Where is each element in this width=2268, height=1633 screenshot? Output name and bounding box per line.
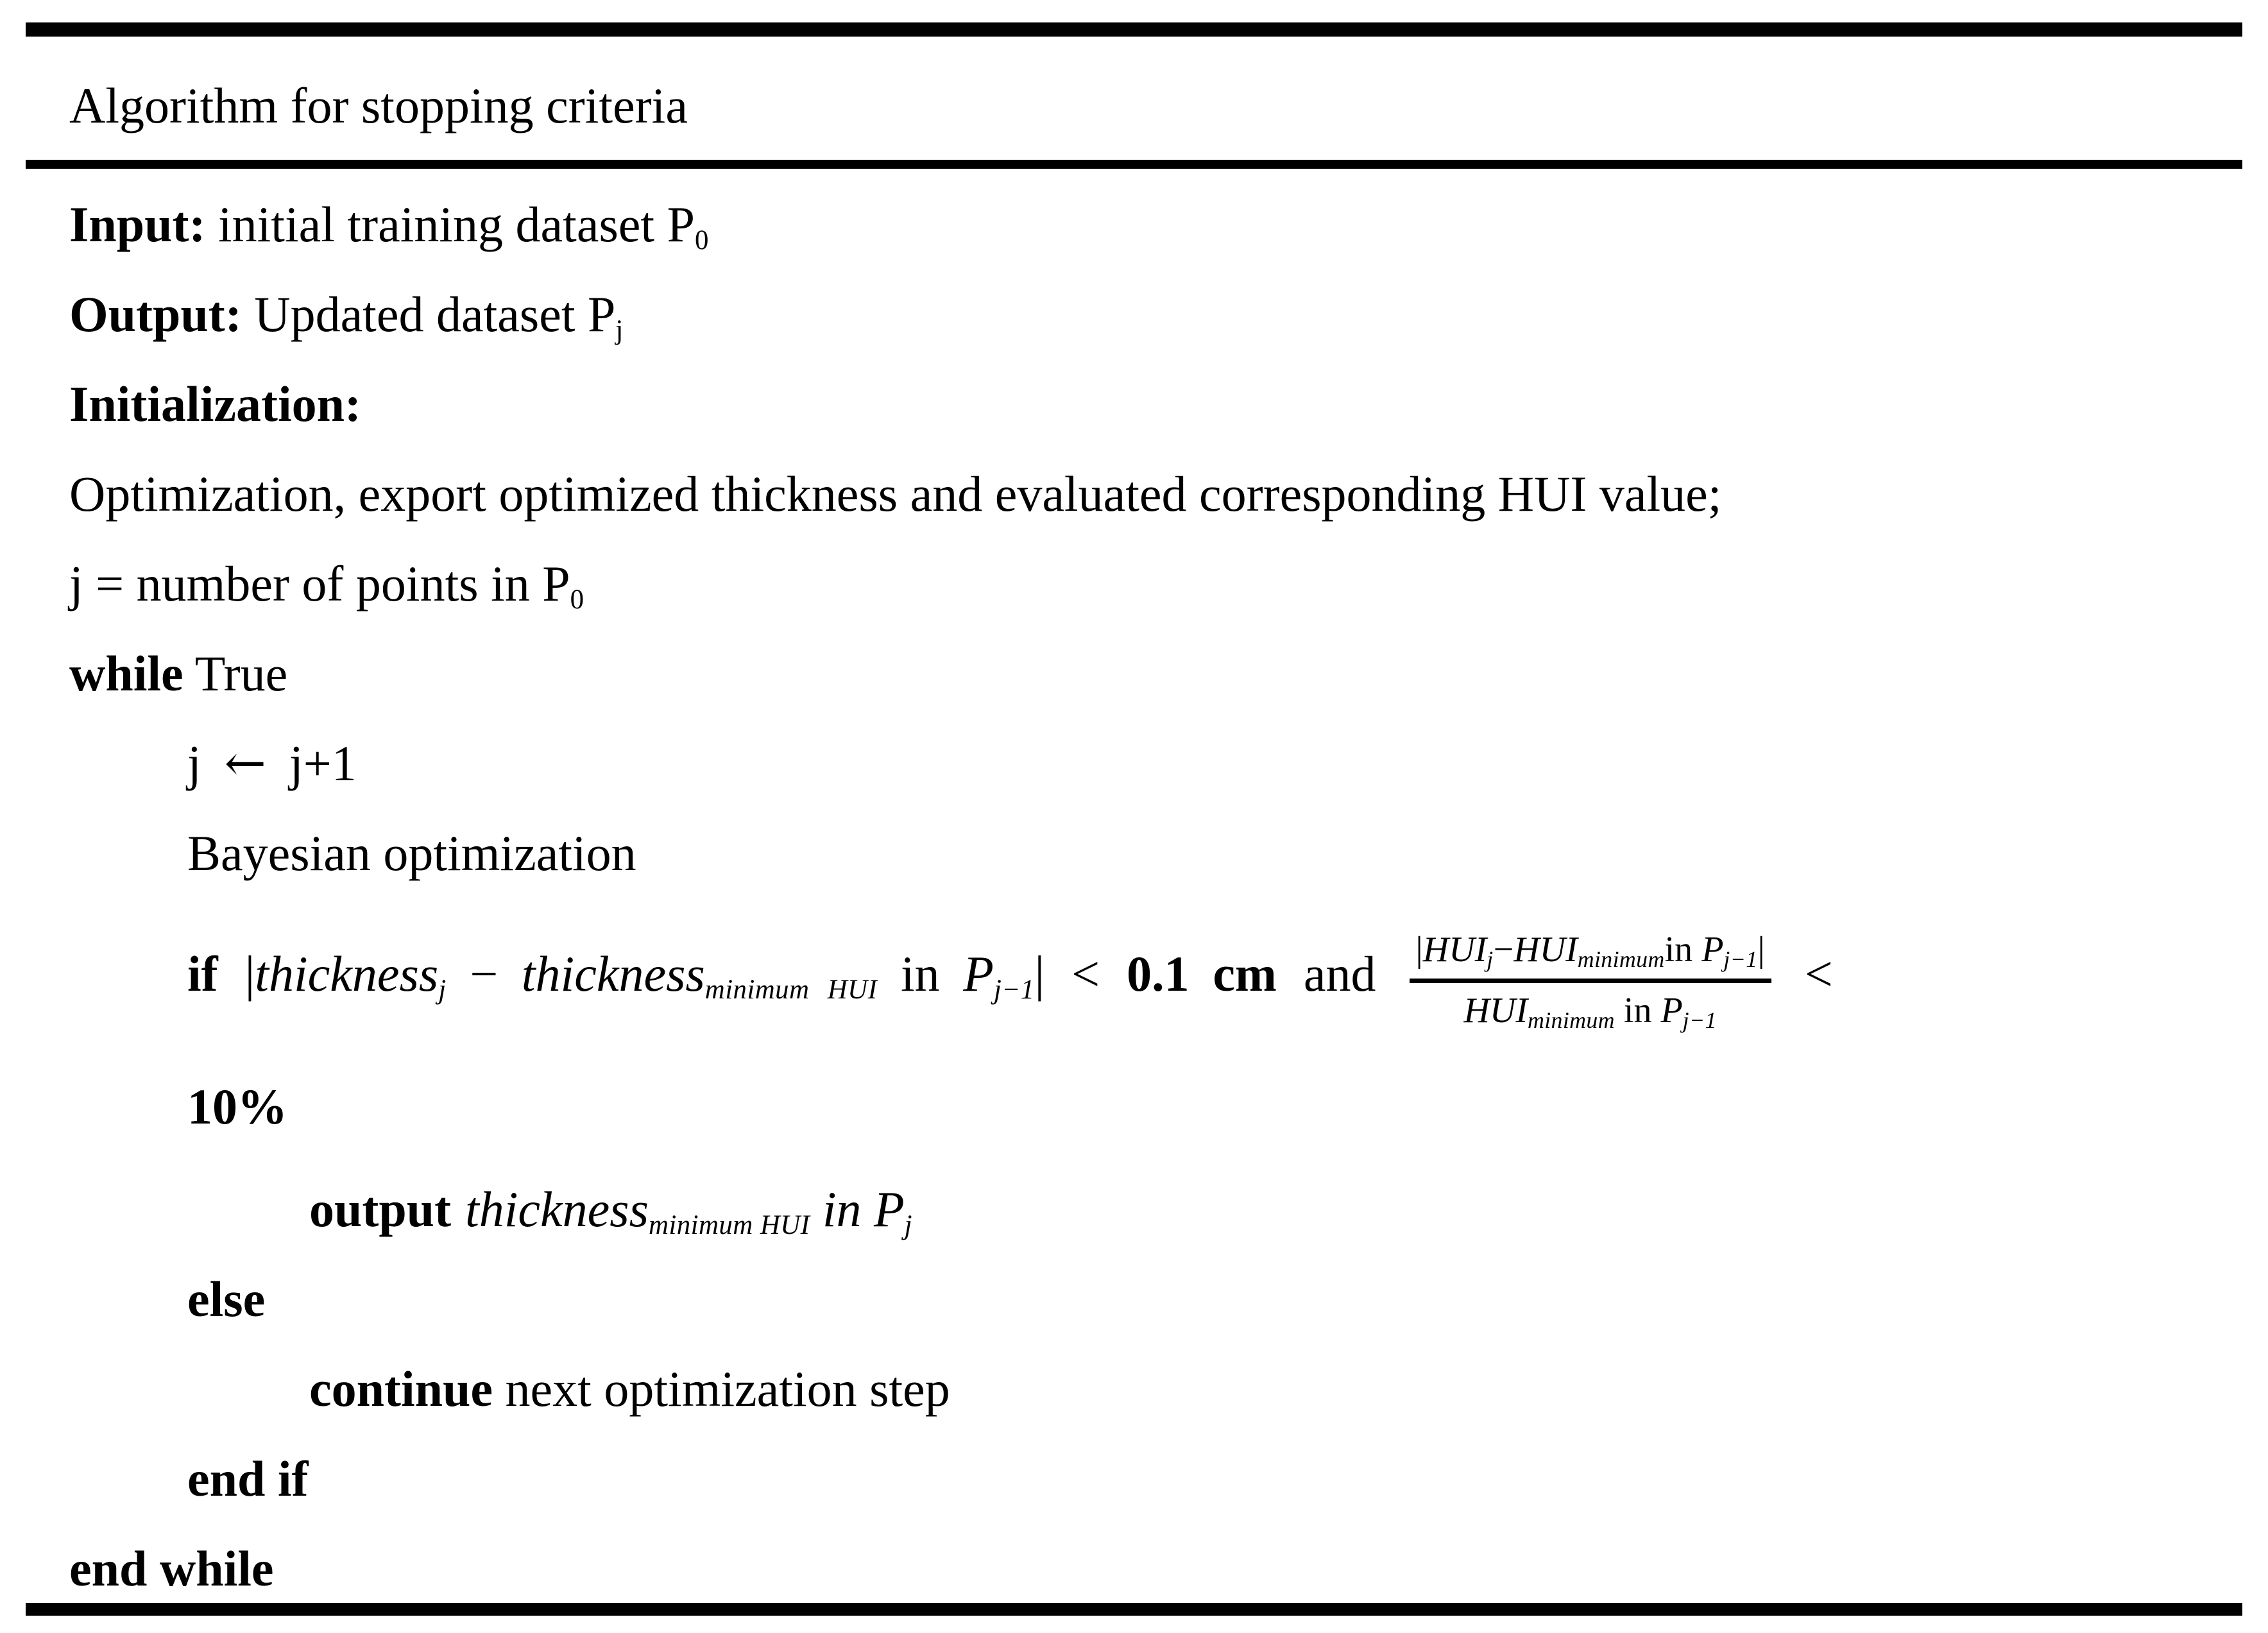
algorithm-body: Input: initial training dataset P0 Outpu… — [0, 169, 2268, 1614]
output-decl-text: Updated dataset P — [241, 286, 616, 342]
abs-close-bar: | — [1034, 946, 1045, 1002]
while-keyword: while — [69, 646, 183, 701]
line-increment: j ← j+1 — [0, 719, 2268, 808]
den-hui-term: HUI — [1463, 990, 1528, 1030]
end-while-keyword: end while — [69, 1541, 274, 1596]
num-open-bar: | — [1415, 929, 1423, 970]
line-threshold: 10% — [0, 1049, 2268, 1165]
line-while: while True — [0, 629, 2268, 719]
line-j-assign: j = number of points in P0 — [0, 539, 2268, 629]
left-arrow: ← — [224, 735, 267, 792]
less-than-first: < — [1071, 946, 1100, 1002]
output-decl-keyword: Output: — [69, 286, 242, 342]
end-if-keyword: end if — [187, 1451, 309, 1507]
optimization-text: Optimization, export optimized thickness… — [69, 466, 1722, 522]
hui-fraction-numerator: |HUIj−HUIminimumin Pj−1| — [1409, 926, 1771, 983]
output-thickness-term: thickness — [465, 1181, 649, 1237]
title-row: Algorithm for stopping criteria — [0, 37, 2268, 160]
line-output-decl: Output: Updated dataset Pj — [0, 269, 2268, 359]
set-p-subscript: j−1 — [993, 975, 1035, 1005]
top-rule — [26, 22, 2242, 37]
set-p-term: P — [963, 946, 994, 1002]
increment-rhs: j+1 — [289, 735, 357, 791]
num-close-bar: | — [1757, 929, 1765, 970]
line-optimization: Optimization, export optimized thickness… — [0, 449, 2268, 539]
den-in-text: in — [1614, 990, 1661, 1030]
thickness-j-subscript: j — [438, 975, 447, 1005]
line-end-while: end while — [0, 1524, 2268, 1614]
input-subscript: 0 — [694, 225, 709, 255]
less-than-second: < — [1804, 946, 1833, 1002]
num-hui-min-subscript: minimum — [1577, 946, 1665, 972]
den-hui-subscript: minimum — [1528, 1007, 1615, 1033]
line-end-if: end if — [0, 1434, 2268, 1524]
while-condition: True — [183, 646, 288, 701]
j-assign-subscript: 0 — [570, 585, 584, 615]
num-minus-operator: − — [1493, 929, 1514, 970]
else-keyword: else — [187, 1271, 266, 1327]
continue-keyword: continue — [309, 1361, 493, 1417]
continue-text: next optimization step — [493, 1361, 950, 1417]
minus-operator: − — [446, 946, 522, 1002]
thickness-j-term: thickness — [255, 946, 439, 1002]
header-divider — [26, 160, 2242, 169]
line-else: else — [0, 1254, 2268, 1344]
num-hui-min-term: HUI — [1513, 929, 1578, 970]
output-thickness-subscript: minimum HUI — [649, 1210, 810, 1240]
initialization-keyword: Initialization: — [69, 376, 362, 432]
thickness-min-subscript: minimum HUI — [704, 975, 878, 1005]
and-conjunction: and — [1303, 946, 1376, 1002]
output-set-subscript: j — [904, 1210, 913, 1240]
bottom-rule — [26, 1603, 2242, 1616]
line-continue: continue next optimization step — [0, 1344, 2268, 1434]
line-if-condition: if|thicknessj − thicknessminimum HUI in … — [0, 898, 2268, 1049]
line-bayesian: Bayesian optimization — [0, 808, 2268, 898]
num-in-text: in — [1664, 929, 1702, 970]
num-hui-j-term: HUI — [1422, 929, 1487, 970]
line-input: Input: initial training dataset P0 — [0, 180, 2268, 269]
hui-fraction-denominator: HUIminimum in Pj−1 — [1463, 983, 1716, 1033]
den-set-term: P — [1660, 990, 1683, 1030]
num-set-term: P — [1701, 929, 1724, 970]
line-initialization: Initialization: — [0, 359, 2268, 449]
num-hui-j-subscript: j — [1487, 946, 1494, 972]
threshold-percent: 10% — [187, 1079, 287, 1134]
input-text: initial training dataset P — [205, 196, 695, 252]
num-set-subscript: j−1 — [1723, 946, 1758, 972]
algorithm-title: Algorithm for stopping criteria — [69, 78, 688, 133]
input-keyword: Input: — [69, 196, 206, 252]
abs-open-bar: | — [244, 946, 255, 1002]
if-keyword: if — [187, 946, 218, 1002]
increment-lhs: j — [187, 735, 201, 791]
thickness-min-term: thickness — [521, 946, 705, 1002]
bayesian-text: Bayesian optimization — [187, 825, 636, 881]
den-set-subscript: j−1 — [1682, 1007, 1717, 1033]
output-in-set-text: in P — [810, 1181, 905, 1237]
threshold-value: 0.1 cm — [1127, 946, 1277, 1002]
output-keyword: output — [309, 1181, 452, 1237]
j-assign-text: j = number of points in P — [69, 556, 570, 611]
output-decl-subscript: j — [615, 315, 624, 345]
hui-fraction: |HUIj−HUIminimumin Pj−1|HUIminimum in Pj… — [1409, 926, 1771, 1033]
in-set-text: in — [877, 946, 964, 1002]
